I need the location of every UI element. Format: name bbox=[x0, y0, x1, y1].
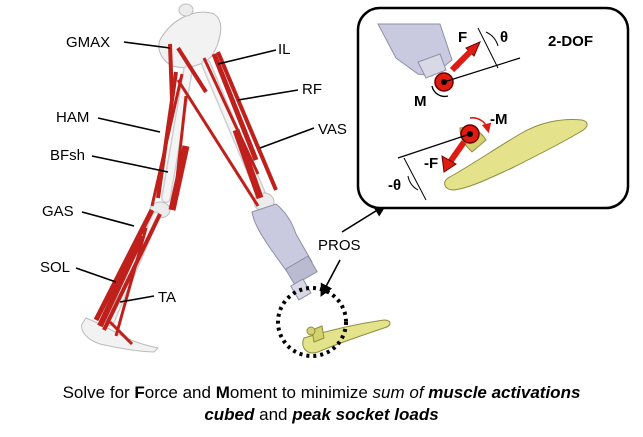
muscle-il bbox=[202, 57, 260, 175]
focus-circle bbox=[276, 286, 348, 358]
caption-and: and bbox=[254, 405, 293, 424]
inset-neg-moment: -M bbox=[490, 111, 508, 128]
muscle-bfsh bbox=[168, 145, 190, 211]
caption-moment-initial: M bbox=[215, 383, 230, 402]
vertebra bbox=[178, 3, 194, 17]
caption-text-3: oment to minimize bbox=[229, 383, 373, 402]
inset-2dof: 2-DOF M F θ -M -F -θ bbox=[356, 6, 630, 210]
prosthetic-foot bbox=[302, 319, 391, 354]
inset-force-shaft bbox=[449, 45, 477, 73]
caption-text-1: Solve for bbox=[62, 383, 135, 402]
inset-neg-force-shaft bbox=[447, 140, 467, 164]
inset-foot bbox=[444, 119, 588, 191]
caption-text-2: orce and bbox=[144, 383, 216, 402]
inset-neg-force: -F bbox=[424, 155, 438, 172]
muscle-gas-2 bbox=[102, 213, 162, 331]
inset-axis-bottom bbox=[397, 133, 471, 159]
label-pros: PROS bbox=[318, 237, 361, 254]
label-rf: RF bbox=[302, 81, 322, 98]
caption-line-2: cubed and peak socket loads bbox=[0, 404, 643, 426]
inset-axis-top bbox=[443, 57, 521, 83]
inset-force: F bbox=[458, 29, 467, 46]
label-ta: TA bbox=[158, 289, 176, 306]
label-bfsh: BFsh bbox=[50, 147, 85, 164]
muscle-gas bbox=[93, 208, 155, 322]
prosthetic-pylon bbox=[284, 255, 318, 286]
pros-arrow bbox=[341, 204, 387, 233]
muscle-gmax-2 bbox=[176, 46, 208, 94]
label-gmax: GMAX bbox=[66, 34, 110, 51]
caption-muscle-activations: muscle activations bbox=[428, 383, 581, 402]
label-il: IL bbox=[278, 41, 291, 58]
muscle-set bbox=[93, 43, 278, 346]
foot-bones-left bbox=[81, 317, 160, 353]
inset-ref-top bbox=[477, 27, 499, 69]
muscle-rf-3 bbox=[176, 79, 260, 207]
muscle-sol bbox=[97, 234, 145, 328]
label-vas: VAS bbox=[318, 121, 347, 138]
pelvis bbox=[158, 11, 222, 69]
pros-arrow-down bbox=[320, 259, 341, 297]
caption-cubed: cubed bbox=[204, 405, 255, 424]
caption-peak-socket-loads: peak socket loads bbox=[292, 405, 439, 424]
caption-sum-of: sum of bbox=[372, 383, 429, 402]
muscle-vas bbox=[232, 128, 264, 200]
inset-neg-theta: -θ bbox=[388, 177, 401, 194]
muscle-rf bbox=[211, 53, 259, 161]
muscle-ham-2 bbox=[150, 73, 184, 207]
caption-line-1: Solve for Force and Moment to minimize s… bbox=[0, 382, 643, 404]
inset-theta: θ bbox=[500, 29, 508, 46]
prosthesis bbox=[251, 203, 391, 354]
label-gas: GAS bbox=[42, 203, 74, 220]
inset-moment-arc bbox=[431, 85, 449, 98]
inset-title: 2-DOF bbox=[548, 33, 593, 50]
muscle-rf-2 bbox=[216, 51, 278, 191]
inset-neg-moment-arc bbox=[469, 117, 492, 134]
label-sol: SOL bbox=[40, 259, 70, 276]
label-leaders bbox=[75, 41, 315, 303]
inset-neg-force-arrow bbox=[441, 155, 457, 173]
inset-ref-bottom bbox=[403, 157, 427, 201]
muscle-ta bbox=[114, 227, 148, 337]
caption-force-initial: F bbox=[134, 383, 145, 402]
muscle-ta-tendon bbox=[108, 320, 134, 346]
label-ham: HAM bbox=[56, 109, 89, 126]
inset-moment: M bbox=[414, 93, 427, 110]
